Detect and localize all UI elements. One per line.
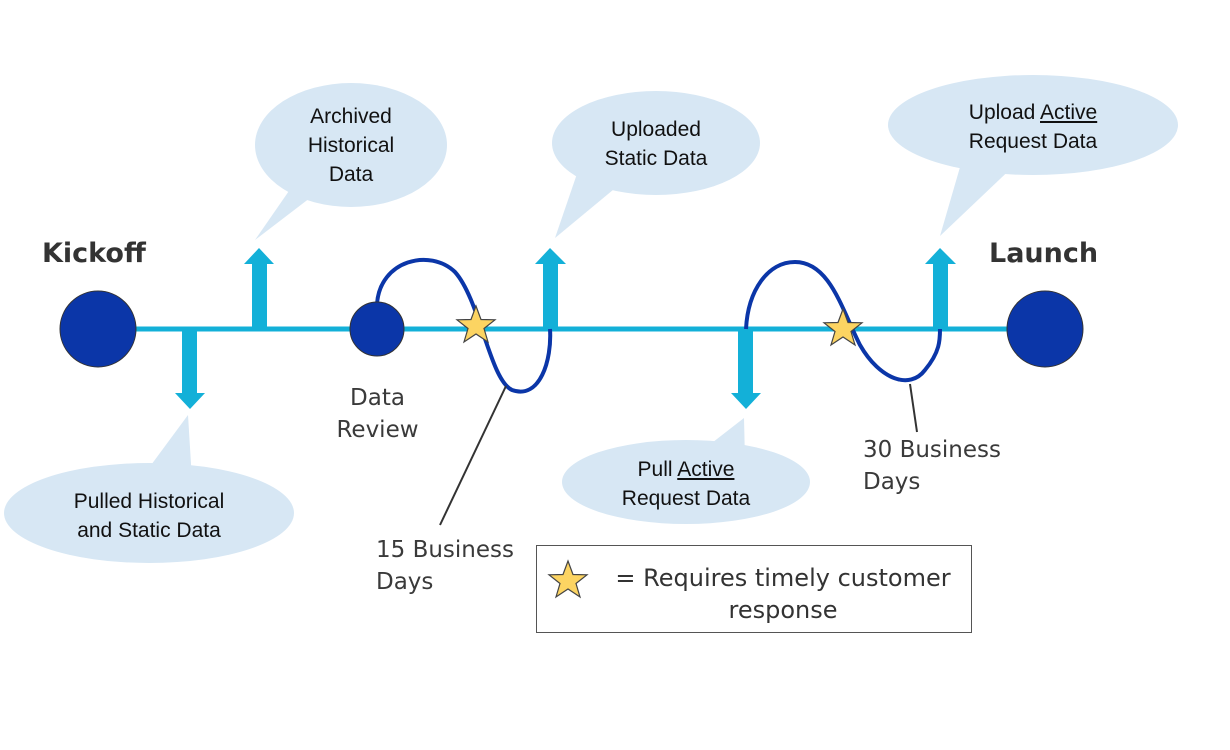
bubble-pull-active-text: Pull Active Request Data xyxy=(596,455,776,513)
star-icon xyxy=(455,304,497,344)
pointer-30-days xyxy=(909,383,918,433)
label-launch: Launch xyxy=(989,238,1099,269)
milestone-launch xyxy=(1006,290,1084,368)
milestone-kickoff xyxy=(59,290,137,368)
label-kickoff: Kickoff xyxy=(42,238,146,269)
bubble-pulled-historical-text: Pulled Historical and Static Data xyxy=(49,487,249,545)
bubble-line: Request Data xyxy=(621,487,751,510)
bubble-uploaded-static xyxy=(552,91,760,238)
bubble-line: Archived xyxy=(310,105,392,128)
bubble-prefix: Pull xyxy=(637,458,678,481)
legend-line: response xyxy=(728,596,838,624)
bubble-line: Data xyxy=(328,163,374,186)
duration-line: Days xyxy=(376,569,434,595)
bubble-upload-active xyxy=(888,75,1178,236)
arrow-up-upload-active xyxy=(925,248,956,329)
bubble-uploaded-static-text: Uploaded Static Data xyxy=(576,115,736,173)
label-data-review: Data Review xyxy=(336,385,419,443)
legend-line: = Requires timely customer xyxy=(615,564,951,592)
bubble-line: Static Data xyxy=(604,147,708,170)
duration-line: 15 Business xyxy=(376,537,514,563)
duration-15-days: 15 Business Days xyxy=(376,534,514,598)
duration-line: 30 Business xyxy=(863,437,1001,463)
bubble-upload-active-text: Upload Active Request Data xyxy=(933,98,1133,156)
arrow-down-pulled-historical xyxy=(175,329,205,409)
legend-text: = Requires timely customer response xyxy=(603,562,963,626)
star-icon xyxy=(822,307,864,347)
bubble-pull-active xyxy=(562,418,810,524)
bubble-line: and Static Data xyxy=(77,519,221,542)
arrow-up-archived xyxy=(244,248,274,329)
bubble-prefix: Upload xyxy=(968,101,1041,124)
bubble-underlined: Active xyxy=(1040,101,1098,124)
star-icon xyxy=(547,559,589,599)
legend-box: = Requires timely customer response xyxy=(536,545,972,633)
bubble-archived xyxy=(255,83,447,240)
bubble-pulled-historical xyxy=(4,415,294,563)
arrow-up-uploaded-static xyxy=(535,248,566,329)
bubble-line: Request Data xyxy=(968,130,1098,153)
bubble-line: Uploaded xyxy=(611,118,701,141)
duration-30-days: 30 Business Days xyxy=(863,434,1001,498)
loop-30-days xyxy=(744,259,942,383)
bubble-line: Historical xyxy=(307,134,395,157)
pointer-15-days xyxy=(439,385,507,526)
bubble-line: Pulled Historical xyxy=(73,490,225,513)
bubble-archived-text: Archived Historical Data xyxy=(281,102,421,189)
milestone-data-review xyxy=(349,301,405,357)
arrow-down-pull-active xyxy=(731,329,761,409)
duration-line: Days xyxy=(863,469,921,495)
bubble-underlined: Active xyxy=(677,458,735,481)
